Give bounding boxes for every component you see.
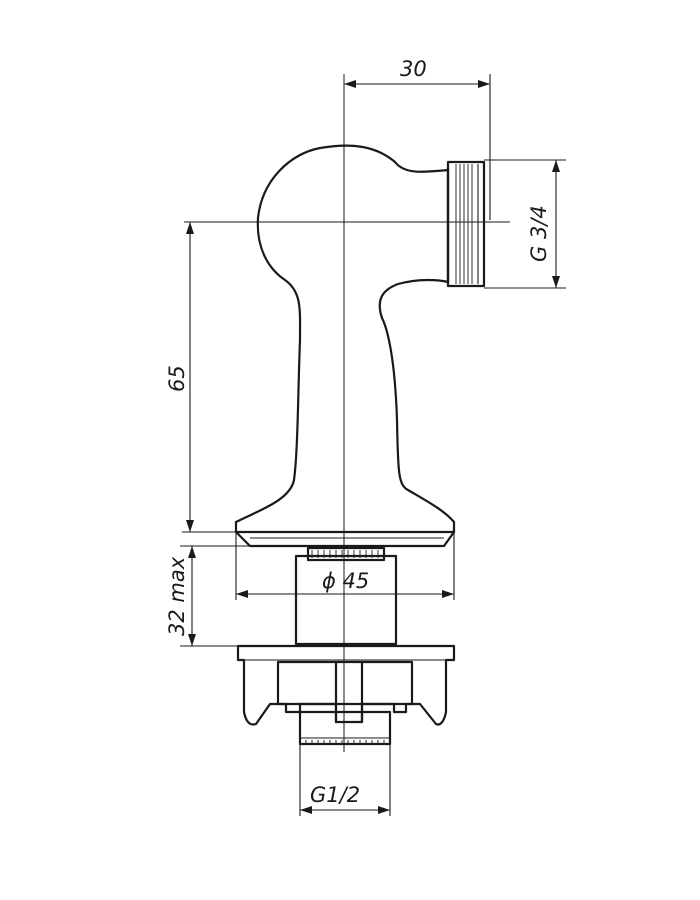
dim-bottom-thread: G1/2 xyxy=(299,744,391,816)
dim-max-length: 32 max xyxy=(165,545,252,647)
center-lines xyxy=(184,74,510,752)
dim-max-length-label: 32 max xyxy=(165,556,189,636)
stem xyxy=(294,546,398,646)
dim-side-thread: G 3/4 xyxy=(484,159,566,289)
dim-side-thread-label: G 3/4 xyxy=(527,205,551,262)
side-thread-outlet xyxy=(446,160,486,288)
dim-height: 65 xyxy=(165,222,236,533)
dim-flange-diameter: ϕ 45 xyxy=(235,532,455,600)
dim-height-label: 65 xyxy=(165,365,189,392)
flange-disc xyxy=(234,530,456,548)
bottom-thread xyxy=(298,710,392,746)
fitting-body xyxy=(234,144,456,534)
dim-bottom-thread-label: G1/2 xyxy=(310,783,360,807)
dim-top-width-label: 30 xyxy=(400,57,427,81)
dim-top-width: 30 xyxy=(344,57,491,220)
dim-flange-diameter-label: ϕ 45 xyxy=(322,569,369,593)
